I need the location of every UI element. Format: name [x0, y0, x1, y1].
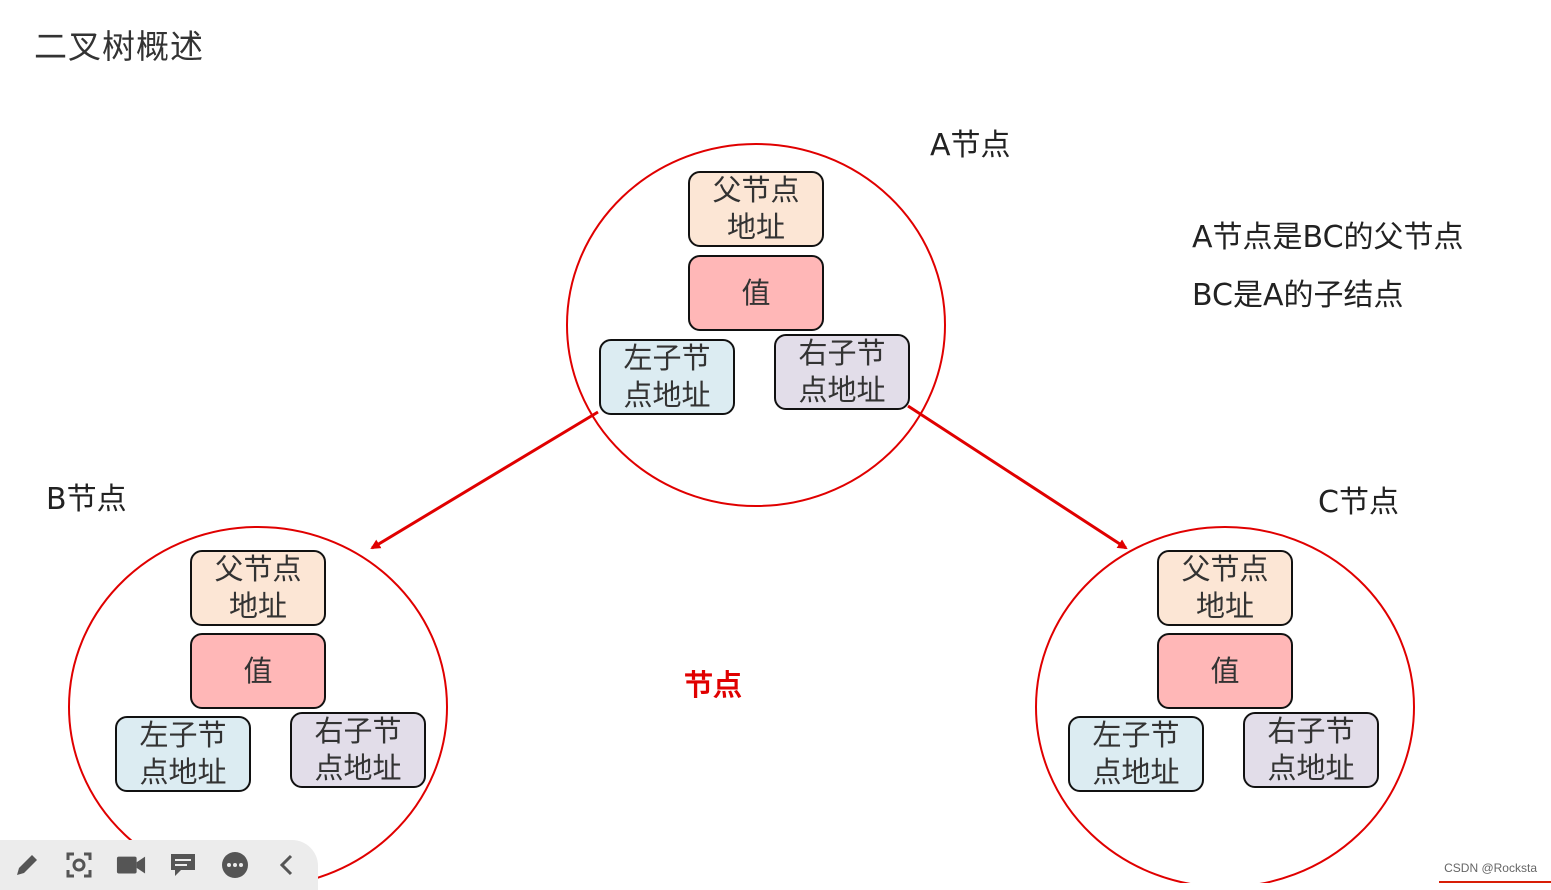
- node-c-left-child-address: 左子节点地址: [1068, 716, 1204, 792]
- node-b-circle: [68, 526, 448, 883]
- watermark: CSDN @Rocksta: [1444, 861, 1537, 875]
- node-b-parent-address: 父节点地址: [190, 550, 326, 626]
- node-c-value: 值: [1157, 633, 1293, 709]
- watermark-underline: [1439, 881, 1551, 883]
- presentation-toolbar: [0, 840, 318, 890]
- node-b-right-child-address: 右子节点地址: [290, 712, 426, 788]
- more-icon[interactable]: [220, 850, 250, 880]
- note-child-relation: BC是A的子结点: [1192, 278, 1404, 313]
- page-title: 二叉树概述: [34, 27, 204, 66]
- note-parent-relation: A节点是BC的父节点: [1192, 220, 1464, 255]
- pencil-icon[interactable]: [12, 850, 42, 880]
- node-a-circle: [566, 143, 946, 507]
- node-b-value: 值: [190, 633, 326, 709]
- screenshot-icon[interactable]: [64, 850, 94, 880]
- label-node-b: B节点: [46, 482, 127, 517]
- node-a-left-child-address: 左子节点地址: [599, 339, 735, 415]
- arrow-a-to-c: [907, 404, 1128, 550]
- node-a-right-child-address: 右子节点地址: [774, 334, 910, 410]
- node-c-circle: [1035, 526, 1415, 883]
- comment-icon[interactable]: [168, 850, 198, 880]
- node-c-parent-address: 父节点地址: [1157, 550, 1293, 626]
- node-a-value: 值: [688, 255, 824, 331]
- chevron-left-icon[interactable]: [272, 850, 302, 880]
- label-node-a: A节点: [930, 128, 1011, 163]
- node-c-right-child-address: 右子节点地址: [1243, 712, 1379, 788]
- video-camera-icon[interactable]: [116, 850, 146, 880]
- center-node-label: 节点: [684, 668, 743, 702]
- node-b-left-child-address: 左子节点地址: [115, 716, 251, 792]
- node-a-parent-address: 父节点地址: [688, 171, 824, 247]
- arrow-a-to-b: [370, 410, 599, 550]
- label-node-c: C节点: [1318, 485, 1399, 520]
